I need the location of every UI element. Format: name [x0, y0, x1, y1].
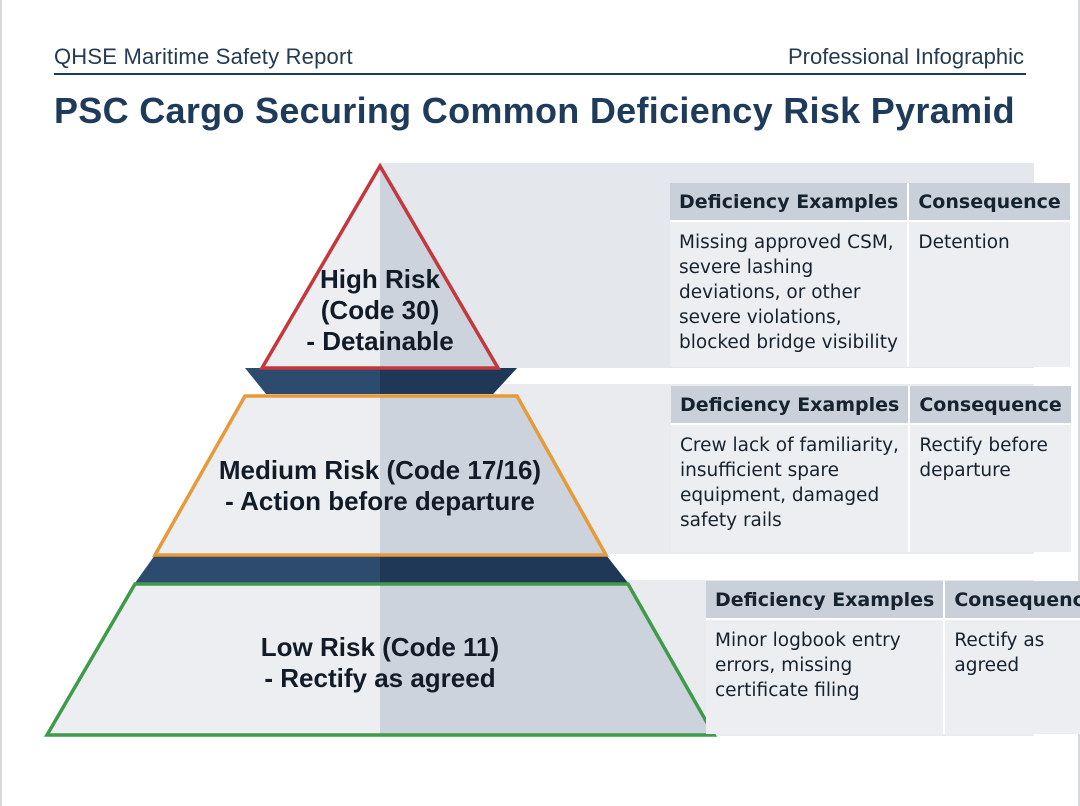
examples-line: errors, missing [715, 655, 853, 676]
consequence-line: Rectify before [919, 435, 1048, 456]
high-risk-label-line: High Risk [320, 264, 440, 294]
examples-cell: Crew lack of familiarity, insufficient s… [671, 424, 911, 552]
consequence-column-header: Consequence [909, 386, 1071, 425]
examples-line: Missing approved CSM, [679, 232, 894, 253]
examples-cell: Missing approved CSM, severe lashing dev… [670, 221, 910, 367]
page-title: PSC Cargo Securing Common Deficiency Ris… [54, 90, 1015, 131]
high-risk-table: Deficiency Examples Consequence Missing … [670, 183, 1070, 367]
consequence-line: Rectify as [954, 630, 1045, 651]
examples-line: severe violations, [679, 307, 842, 328]
header-divider [54, 73, 1026, 75]
low-tier-outline [43, 582, 718, 737]
report-name: QHSE Maritime Safety Report [54, 44, 353, 69]
examples-line: Crew lack of familiarity, [680, 435, 899, 456]
low-risk-table: Deficiency Examples Consequence Minor lo… [706, 581, 1080, 734]
examples-column-header: Deficiency Examples [671, 386, 911, 425]
high-risk-label: High Risk (Code 30) - Detainable [280, 264, 480, 357]
consequence-cell: Detention [908, 221, 1070, 367]
report-type: Professional Infographic [787, 44, 1024, 69]
examples-line: safety rails [680, 510, 782, 531]
consequence-column-header: Consequence [944, 581, 1080, 620]
consequence-cell: Rectify as agreed [944, 619, 1080, 734]
upper-connector-shade [380, 368, 517, 394]
medium-tier-shade [380, 396, 606, 555]
lower-connector-shade [380, 555, 628, 583]
examples-line: blocked bridge visibility [679, 332, 898, 353]
examples-line: insufficient spare [680, 460, 839, 481]
high-risk-label-line: - Detainable [306, 326, 454, 356]
low-risk-label-line: Low Risk (Code 11) [260, 632, 500, 662]
medium-risk-label-line: - Action before departure [225, 486, 535, 516]
examples-column-header: Deficiency Examples [670, 183, 910, 222]
consequence-cell: Rectify before departure [909, 424, 1071, 552]
medium-risk-label-line: Medium Risk (Code 17/16) [218, 455, 542, 485]
low-risk-label: Low Risk (Code 11) - Rectify as agreed [180, 632, 580, 694]
medium-tier-outline [151, 394, 609, 557]
high-tier-outline [258, 162, 502, 370]
examples-cell: Minor logbook entry errors, missing cert… [706, 619, 946, 734]
medium-risk-table: Deficiency Examples Consequence Crew lac… [671, 386, 1071, 552]
examples-line: severe lashing [679, 257, 814, 278]
low-tier-shade [380, 584, 714, 735]
examples-line: Minor logbook entry [715, 630, 901, 651]
consequence-line: departure [919, 460, 1011, 481]
examples-line: deviations, or other [679, 282, 861, 303]
low-risk-label-line: - Rectify as agreed [264, 663, 496, 693]
consequence-line: agreed [954, 655, 1020, 676]
consequence-line: Detention [918, 232, 1010, 253]
examples-line: equipment, damaged [680, 485, 880, 506]
consequence-column-header: Consequence [908, 183, 1070, 222]
medium-risk-label: Medium Risk (Code 17/16) - Action before… [180, 455, 580, 517]
high-risk-label-line: (Code 30) [320, 295, 440, 325]
examples-column-header: Deficiency Examples [706, 581, 946, 620]
examples-line: certificate filing [715, 680, 860, 701]
